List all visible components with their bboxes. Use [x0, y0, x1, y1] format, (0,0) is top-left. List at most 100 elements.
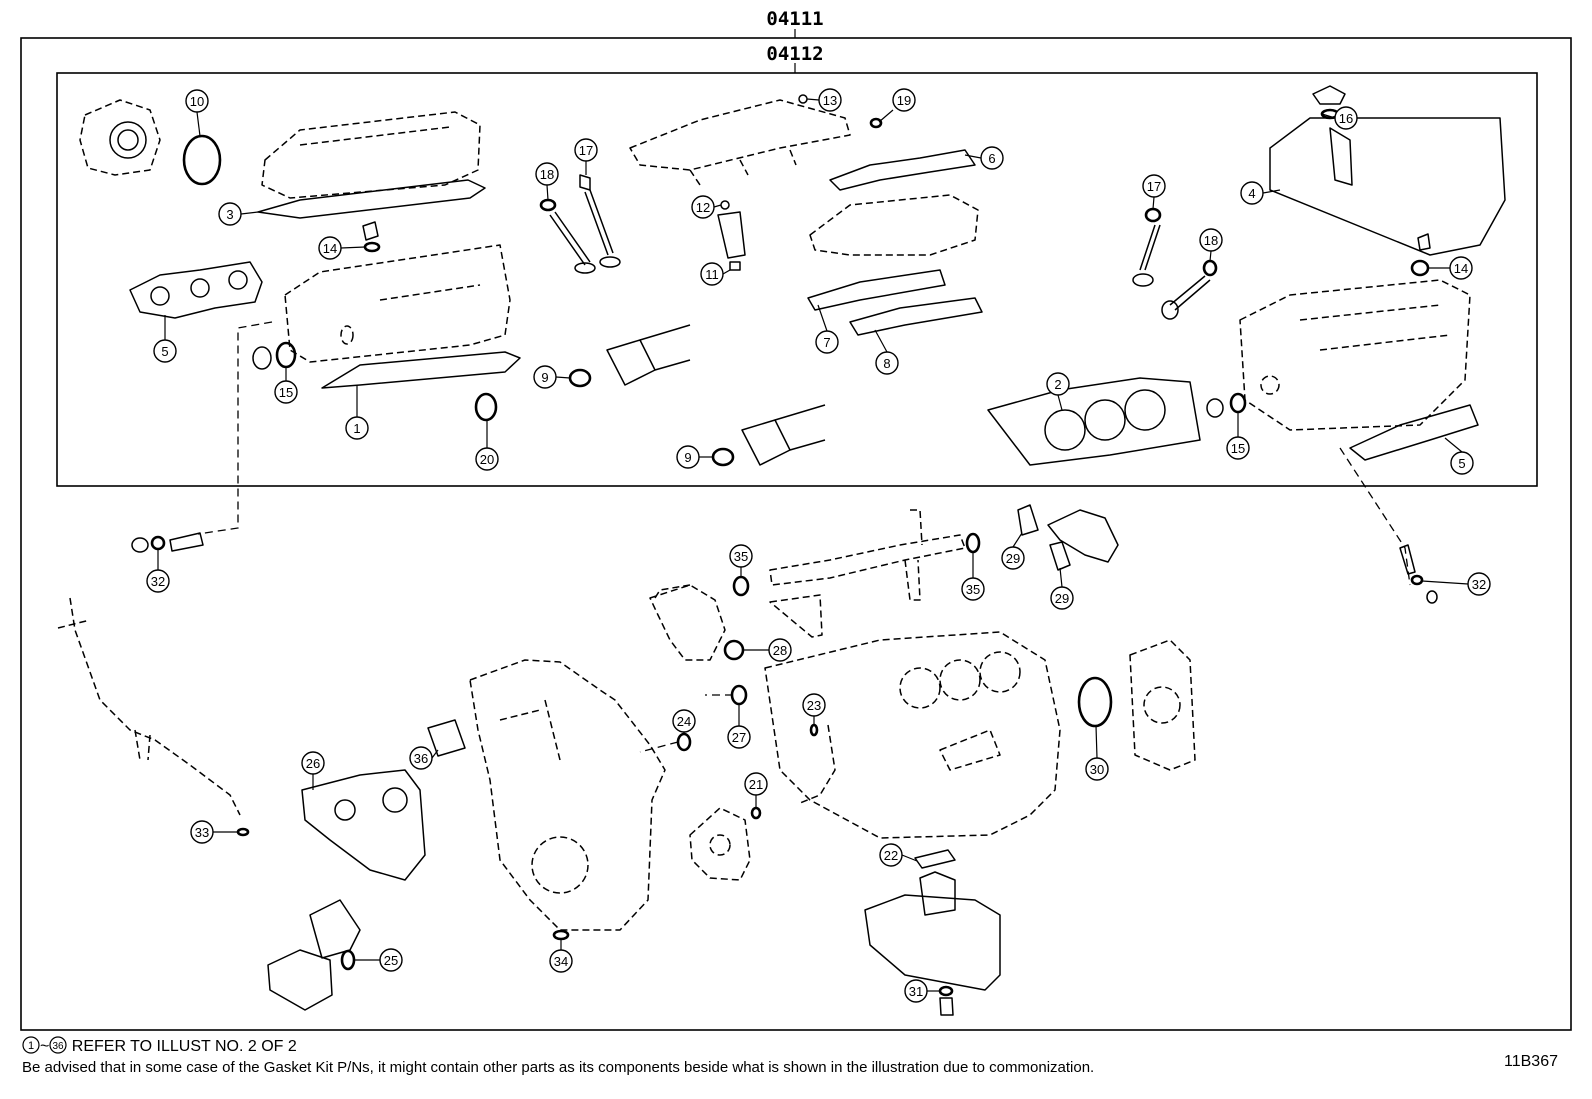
svg-text:29: 29 — [1055, 591, 1069, 606]
callout-18a: 18 — [535, 162, 559, 186]
svg-text:1: 1 — [353, 421, 360, 436]
svg-text:36: 36 — [414, 751, 428, 766]
cylinder-block — [764, 631, 1061, 839]
timing-chain-cover — [469, 659, 666, 931]
svg-text:35: 35 — [966, 582, 980, 597]
kit-code-inner: 04112 — [766, 43, 823, 65]
callout-leaders — [157, 98, 1469, 992]
callout-28: 28 — [768, 638, 792, 662]
callout-3: 3 — [218, 202, 242, 226]
illustration-id: 11B367 — [1504, 1053, 1558, 1070]
callout-35b: 35 — [961, 577, 985, 601]
svg-text:2: 2 — [1054, 377, 1061, 392]
svg-text:20: 20 — [480, 452, 494, 467]
svg-text:17: 17 — [1147, 179, 1161, 194]
svg-text:19: 19 — [897, 93, 911, 108]
callout-5: 5 — [153, 339, 177, 363]
timing-cover-gasket-26 — [301, 769, 426, 881]
callout-2: 2 — [1046, 372, 1070, 396]
callouts: 10 3 14 5 15 1 20 18 17 9 9 13 19 6 12 1… — [146, 88, 1491, 1003]
rear-oil-seal-retainer — [1129, 639, 1196, 771]
o-ring-13 — [798, 94, 808, 104]
o-ring-34 — [552, 929, 570, 941]
svg-text:26: 26 — [306, 756, 320, 771]
cylinder-head-cover-right — [1269, 117, 1506, 256]
callout-26: 26 — [301, 751, 325, 775]
bolt-left — [131, 532, 204, 553]
oil-filter — [267, 899, 361, 1011]
water-inlet-housing — [649, 584, 726, 661]
callout-22: 22 — [879, 843, 903, 867]
exhaust-manifold-gasket-left — [129, 261, 263, 319]
o-ring-35b — [965, 532, 981, 554]
o-ring-24 — [676, 732, 692, 752]
refer-note: 1 ~ 36 REFER TO ILLUST NO. 2 OF 2 — [22, 1036, 297, 1056]
exhaust-seal-9b — [711, 447, 735, 467]
callout-1: 1 — [345, 416, 369, 440]
oil-dipstick-guide — [57, 597, 241, 816]
callout-8: 8 — [875, 351, 899, 375]
callout-31: 31 — [904, 979, 928, 1003]
drain-plug — [938, 985, 954, 1016]
svg-text:32: 32 — [151, 574, 165, 589]
svg-text:29: 29 — [1006, 551, 1020, 566]
oil-pipe-23 — [799, 723, 836, 804]
svg-text:15: 15 — [1231, 441, 1245, 456]
callout-27: 27 — [727, 725, 751, 749]
svg-text:22: 22 — [884, 848, 898, 863]
svg-text:14: 14 — [1454, 261, 1468, 276]
callout-32a: 32 — [146, 569, 170, 593]
callout-29a: 29 — [1001, 546, 1025, 570]
callout-33: 33 — [190, 820, 214, 844]
callout-29b: 29 — [1050, 586, 1074, 610]
callout-18b: 18 — [1199, 228, 1223, 252]
cylinder-head-right — [1239, 279, 1471, 431]
callout-12: 12 — [691, 195, 715, 219]
callout-23: 23 — [802, 693, 826, 717]
callout-16: 16 — [1334, 106, 1358, 130]
head-cover-gasket-left — [257, 179, 486, 219]
svg-text:9: 9 — [541, 370, 548, 385]
timing-seal-20 — [474, 392, 498, 422]
oil-filler-cap — [1312, 85, 1346, 105]
callout-14: 14 — [318, 236, 342, 260]
intake-gasket-8 — [849, 297, 983, 336]
callout-6: 6 — [980, 146, 1004, 170]
water-outlet — [1017, 504, 1119, 571]
range-end-circle: 36 — [49, 1036, 67, 1054]
spark-plug-tube-left — [362, 221, 381, 253]
callout-20: 20 — [475, 447, 499, 471]
callout-19: 19 — [892, 88, 916, 112]
callout-34: 34 — [549, 949, 573, 973]
o-ring-35a — [732, 575, 750, 597]
svg-text:18: 18 — [1204, 233, 1218, 248]
callout-4: 4 — [1240, 181, 1264, 205]
callout-17b: 17 — [1142, 174, 1166, 198]
valves-right — [1132, 207, 1218, 320]
exhaust-pipe-upper — [606, 324, 691, 386]
gasket-kit-advice: Be advised that in some case of the Gask… — [22, 1059, 1095, 1076]
water-bypass-pipe — [769, 509, 966, 638]
intake-manifold — [809, 194, 979, 256]
svg-text:5: 5 — [161, 344, 168, 359]
intake-gasket-7 — [807, 269, 946, 311]
fuel-injector — [717, 200, 746, 271]
svg-text:31: 31 — [909, 984, 923, 999]
svg-text:30: 30 — [1090, 762, 1104, 777]
svg-text:21: 21 — [749, 777, 763, 792]
callout-7: 7 — [815, 330, 839, 354]
oil-pan — [864, 871, 1001, 991]
cylinder-head-left — [284, 244, 511, 363]
callout-15: 15 — [274, 380, 298, 404]
o-ring-25 — [340, 949, 356, 971]
o-ring-21 — [750, 806, 762, 820]
svg-text:13: 13 — [823, 93, 837, 108]
svg-text:17: 17 — [579, 143, 593, 158]
svg-text:8: 8 — [883, 356, 890, 371]
callout-21: 21 — [744, 772, 768, 796]
o-ring-27 — [730, 684, 748, 706]
svg-text:24: 24 — [677, 714, 691, 729]
bolt-right — [1399, 544, 1438, 604]
valves-left — [539, 174, 621, 274]
